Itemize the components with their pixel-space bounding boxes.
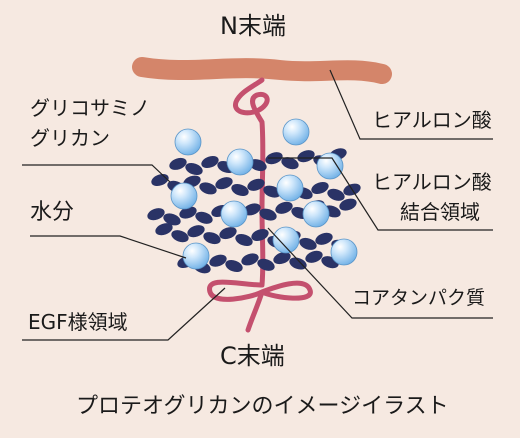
water-molecule [182, 242, 210, 270]
water-molecule [302, 200, 330, 228]
glycosaminoglycan-bead [187, 225, 205, 238]
hyaluronic-acid-strand [132, 57, 392, 84]
glycosaminoglycan-bead [339, 198, 357, 211]
glycosaminoglycan-bead [305, 250, 323, 263]
hyaluronic-binding-label-line1: ヒアルロン酸 [372, 170, 492, 194]
glycosaminoglycan-bead [215, 177, 233, 190]
glycosaminoglycan-bead [225, 259, 243, 273]
water-molecule [316, 152, 344, 180]
glycosaminoglycan-bead [247, 178, 265, 191]
water-molecule [282, 118, 310, 146]
leader-line-water [30, 235, 187, 259]
glycosaminoglycan-label-line1: グリコサミノ [30, 96, 150, 120]
glycosaminoglycan-bead [263, 185, 281, 198]
water-label: 水分 [30, 200, 75, 225]
caption: プロテオグリカンのイメージイラスト [76, 394, 449, 419]
leader-line-core-protein [267, 227, 493, 319]
glycosaminoglycan-bead [147, 208, 165, 221]
glycosaminoglycan-bead [275, 201, 293, 214]
water-molecule [220, 200, 248, 228]
glycosaminoglycan-bead [251, 228, 269, 242]
glycosaminoglycan-bead [259, 208, 277, 221]
leader-line-hyaluronic-acid [329, 69, 493, 140]
glycosaminoglycan-bead [299, 237, 317, 250]
leader-line-binding-region [268, 157, 493, 231]
water-molecule [174, 128, 202, 156]
hyaluronic-binding-label-line2: 結合領域 [400, 200, 480, 224]
glycosaminoglycan-bead [315, 232, 333, 245]
water-molecule [170, 182, 198, 210]
glycosaminoglycan-bead [203, 232, 221, 245]
glycosaminoglycan-bead [179, 206, 197, 219]
glycosaminoglycan-bead [201, 155, 219, 169]
glycosaminoglycan-bead [243, 203, 261, 216]
core-protein-label: コアタンパク質 [352, 287, 486, 309]
leader-line-egf [22, 287, 226, 341]
glycosaminoglycan-label-line2: グリカン [30, 126, 110, 150]
water-molecule [272, 226, 300, 254]
glycosaminoglycan-bead [171, 230, 189, 243]
glycosaminoglycan-bead [297, 150, 315, 163]
glycosaminoglycan-bead [311, 181, 329, 195]
glycosaminoglycan-bead [209, 254, 227, 267]
water-molecules [170, 118, 358, 270]
c-terminal-label: C末端 [220, 342, 285, 370]
glycosaminoglycan-bead [241, 253, 259, 266]
glycosaminoglycan-bead [281, 157, 299, 170]
glycosaminoglycan-bead [219, 227, 237, 240]
glycosaminoglycan-bead [235, 233, 253, 247]
glycosaminoglycan-bead [169, 157, 187, 170]
water-molecule [226, 148, 254, 176]
core-protein-strand [207, 77, 313, 333]
glycosaminoglycan-bead [273, 252, 291, 265]
glycosaminoglycan-bead [195, 211, 213, 224]
leader-line-glycosaminoglycan [22, 164, 171, 183]
hyaluronic-acid-label: ヒアルロン酸 [372, 108, 492, 132]
glycosaminoglycan-bead [155, 223, 173, 236]
glycosaminoglycan-bead [289, 257, 307, 270]
egf-domain-label: EGF様領域 [28, 310, 128, 334]
glycosaminoglycan-bead [257, 258, 275, 271]
glycosaminoglycan-bead [249, 159, 267, 172]
glycosaminoglycan-bead [231, 183, 249, 197]
water-molecule [330, 238, 358, 266]
glycosaminoglycan-bead [199, 182, 217, 195]
glycosaminoglycan-bead [327, 188, 345, 201]
glycosaminoglycan-bead [185, 162, 203, 176]
water-molecule [276, 174, 304, 202]
glycosaminoglycan-bead [163, 213, 181, 226]
n-terminal-label: N末端 [220, 12, 286, 40]
